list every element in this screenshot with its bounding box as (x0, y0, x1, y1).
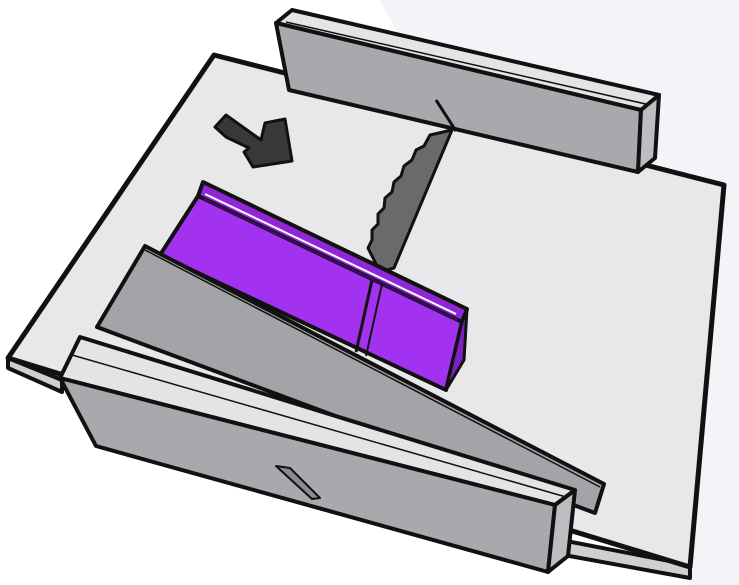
table-saw-diagram (0, 0, 739, 585)
